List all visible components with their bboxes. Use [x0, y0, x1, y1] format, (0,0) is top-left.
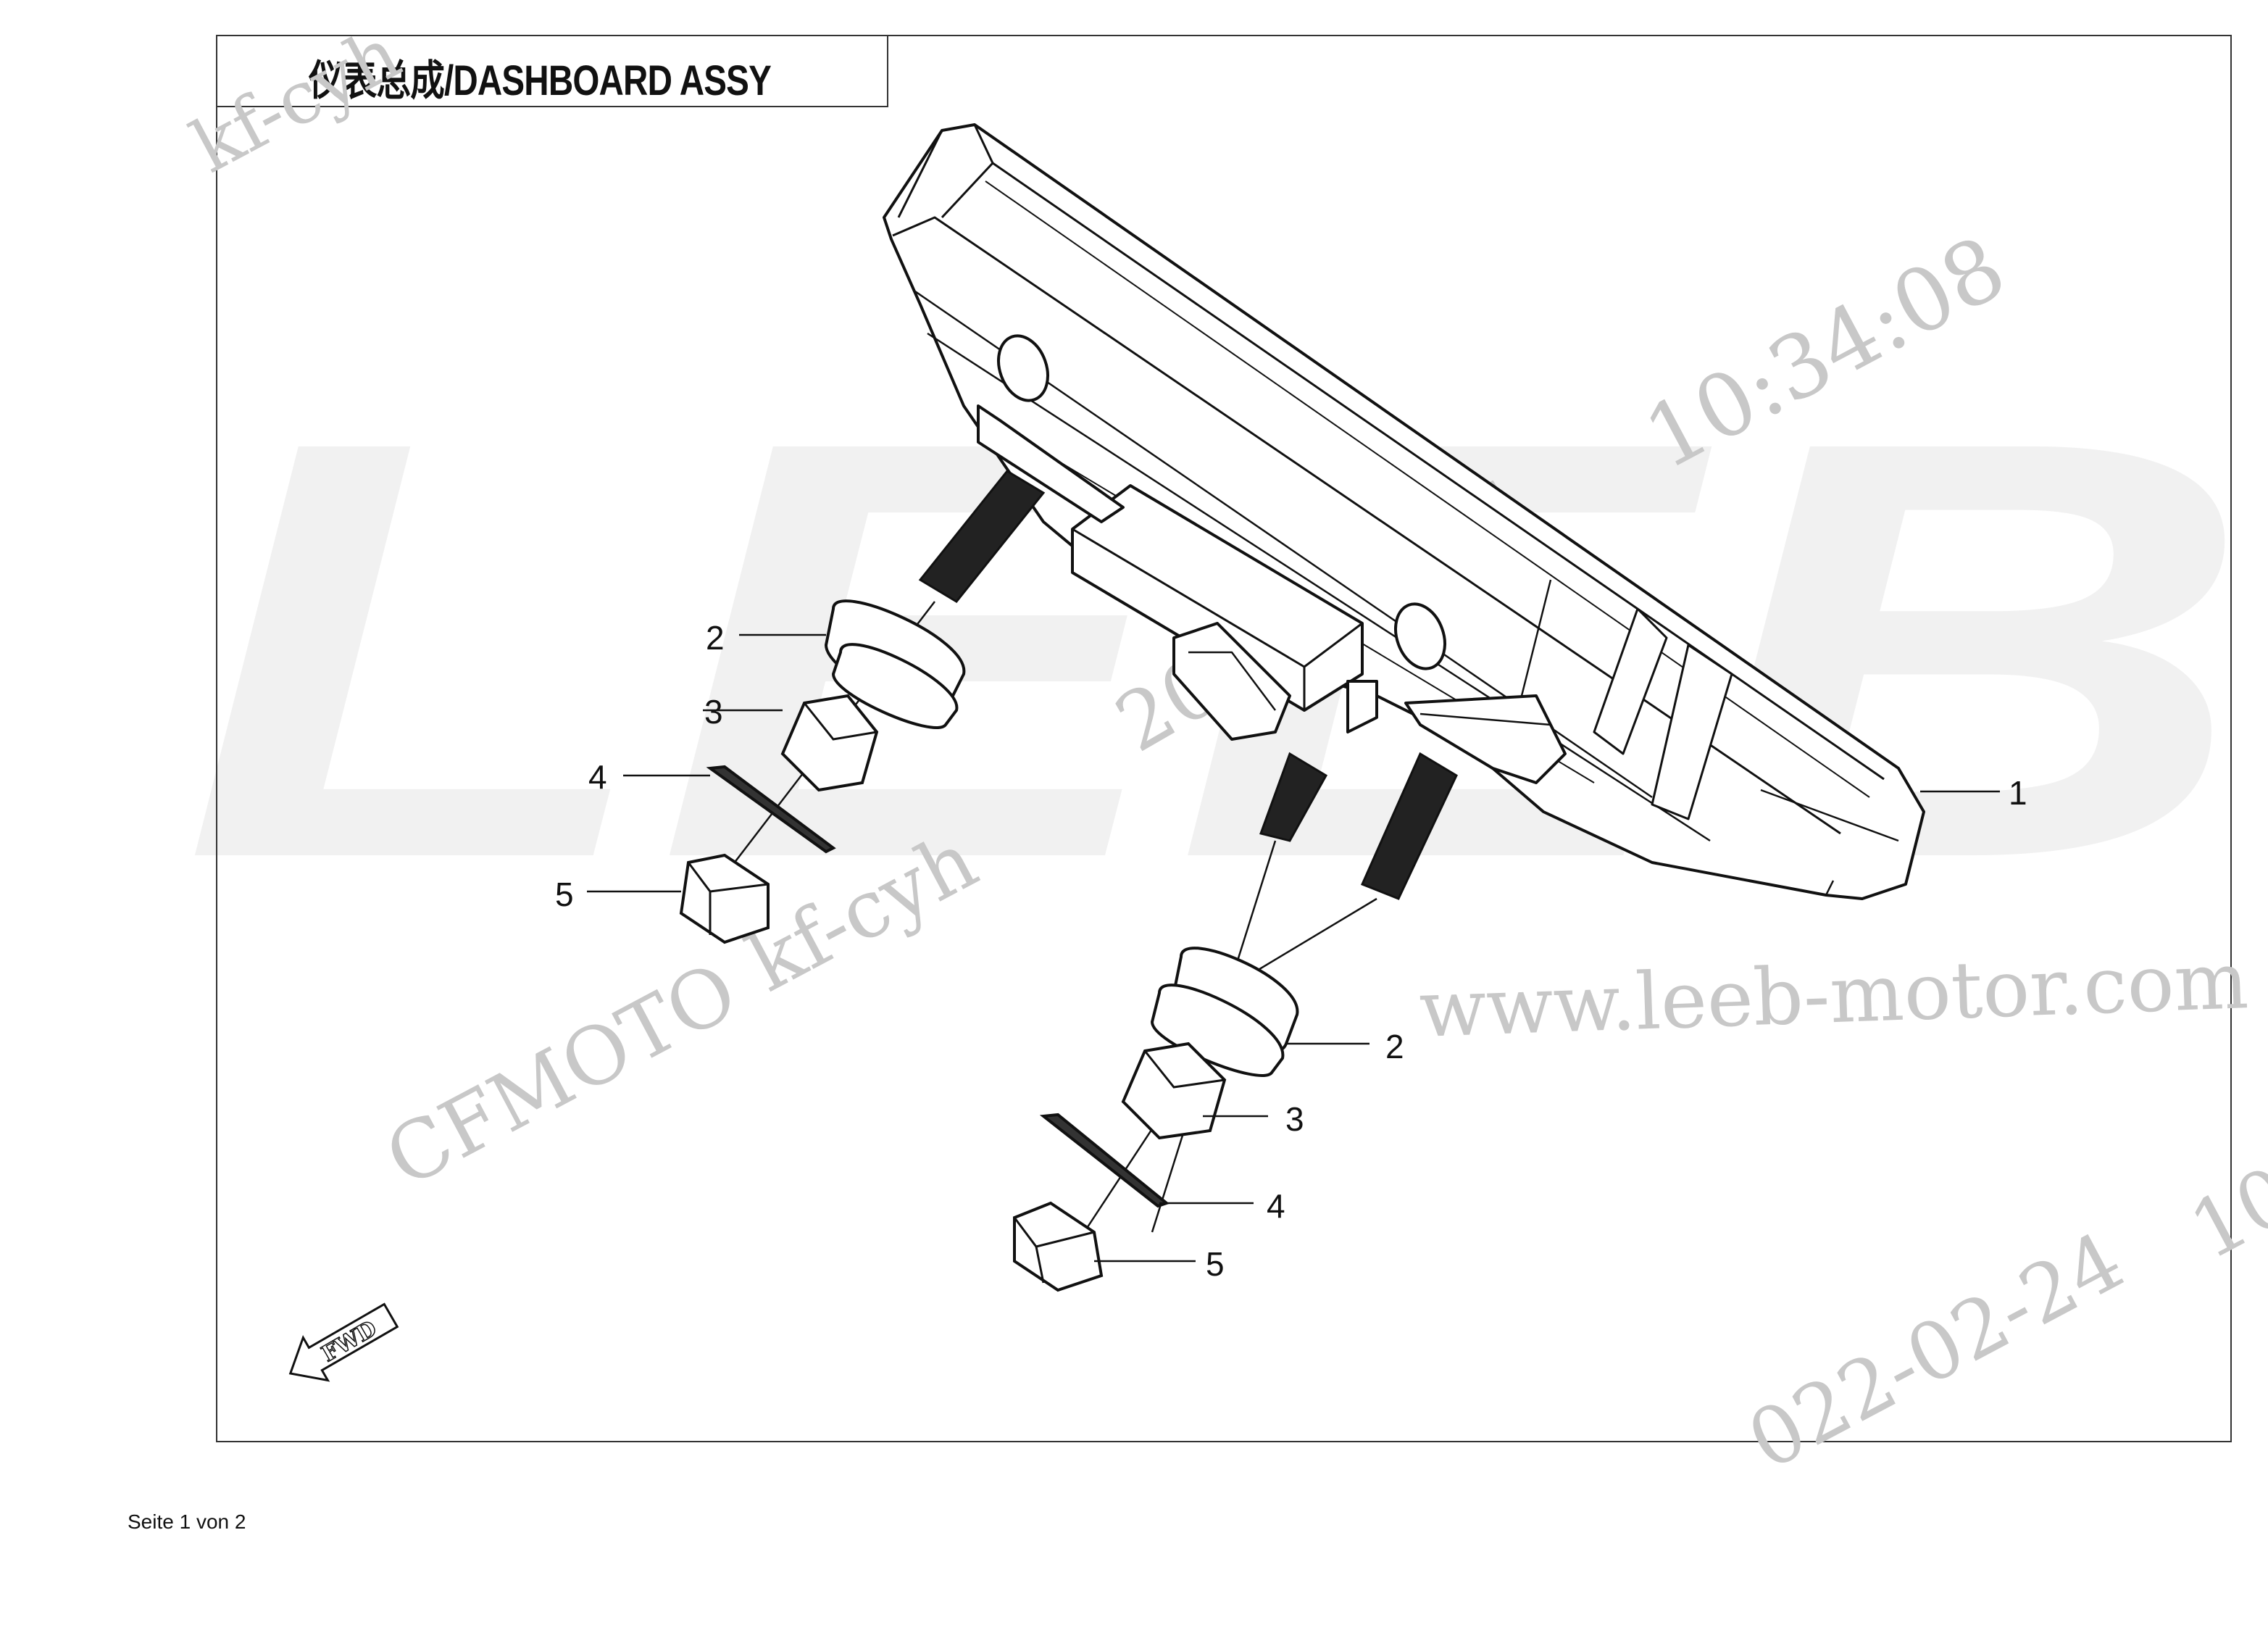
bushing-left — [780, 694, 879, 792]
watermark-site: www.leeb-motor.com — [1418, 936, 2250, 1055]
title-block: 仪表总成/DASHBOARD ASSY — [216, 35, 888, 107]
callout-4-right: 4 — [1267, 1187, 1285, 1225]
washer-left — [706, 765, 836, 854]
nut-right — [1013, 1201, 1104, 1292]
drawing-frame — [216, 35, 2232, 1442]
callout-1: 1 — [2009, 774, 2027, 812]
callout-5-left: 5 — [555, 876, 574, 913]
watermark-maker: CFMOTO — [371, 944, 751, 1205]
callout-4-left: 4 — [588, 758, 607, 796]
callout-5-right: 5 — [1206, 1245, 1225, 1283]
watermark-time-1: 10:34:08 — [1629, 217, 2021, 490]
page-footer: Seite 1 von 2 — [128, 1510, 246, 1533]
fwd-arrow: FWD — [288, 1302, 399, 1382]
watermark-date-2: 022-02-24 — [1733, 1214, 2138, 1488]
callout-3-left: 3 — [704, 693, 723, 731]
bushing-right — [1121, 1042, 1227, 1140]
grommet-left — [824, 599, 966, 729]
grommet-right — [1150, 947, 1299, 1077]
watermark-time-2: 10 — [2175, 1148, 2268, 1278]
watermark-user-1: kf-cyh — [178, 11, 413, 189]
right-hardware-stack — [1013, 947, 1299, 1292]
callout-3-right: 3 — [1285, 1100, 1304, 1138]
mounting-studs — [918, 470, 1458, 900]
callout-2-right: 2 — [1385, 1028, 1404, 1065]
callout-labels: 1 2 3 4 5 2 3 4 5 — [555, 619, 2027, 1283]
page-title: 仪表总成/DASHBOARD ASSY — [309, 57, 772, 104]
callout-2-left: 2 — [706, 619, 725, 657]
left-hardware-stack — [679, 599, 966, 944]
nut-left — [679, 853, 770, 944]
watermark-user-2: kf-cyh — [733, 814, 991, 1010]
leader-lines — [587, 633, 2000, 1263]
dashboard-housing — [883, 123, 1925, 900]
